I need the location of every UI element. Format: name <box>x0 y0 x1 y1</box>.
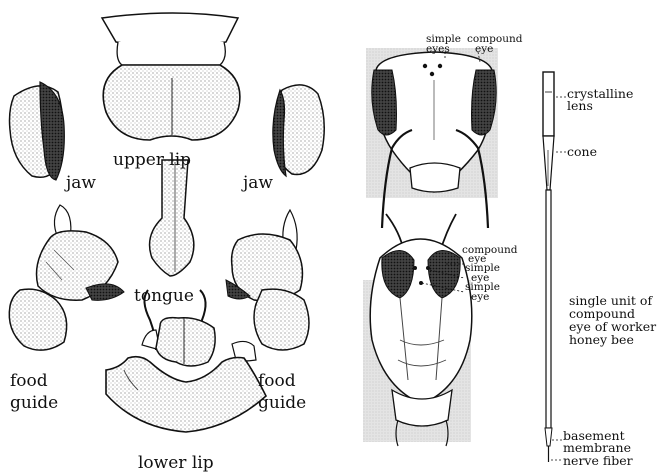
simple-eyes-label-line2: eyes <box>426 43 450 55</box>
cone-label: cone <box>567 144 597 159</box>
drone-head-drawing <box>363 214 472 446</box>
left-food-guide-drawing <box>9 205 124 350</box>
worker-compound-eye-label-line2: eye <box>475 43 493 55</box>
right-jaw-label: jaw <box>241 173 273 193</box>
right-food-guide-drawing <box>226 210 309 350</box>
ommatidium-drawing <box>543 72 566 462</box>
ommatidium-caption-line4: honey bee <box>569 332 634 347</box>
left-jaw-drawing <box>10 82 65 180</box>
crystalline-lens-label-line2: lens <box>567 98 593 113</box>
tongue-label: tongue <box>134 286 194 306</box>
worker-head-drawing <box>366 48 498 228</box>
upper-lip-drawing <box>102 13 240 140</box>
left-food-guide-label-line2: guide <box>10 393 58 413</box>
left-food-guide-label-line1: food <box>10 371 48 391</box>
left-jaw-label: jaw <box>64 173 96 193</box>
upper-lip-label: upper lip <box>113 150 191 170</box>
lower-lip-label: lower lip <box>138 453 214 473</box>
right-jaw-drawing <box>273 85 324 176</box>
tongue-drawing <box>150 160 194 276</box>
nerve-fiber-label: nerve fiber <box>563 453 633 468</box>
right-food-guide-label-line1: food <box>258 371 296 391</box>
drone-simple-eye-2-label-line2: eye <box>471 291 489 303</box>
right-food-guide-label-line2: guide <box>258 393 306 413</box>
lower-lip-drawing <box>106 290 266 432</box>
